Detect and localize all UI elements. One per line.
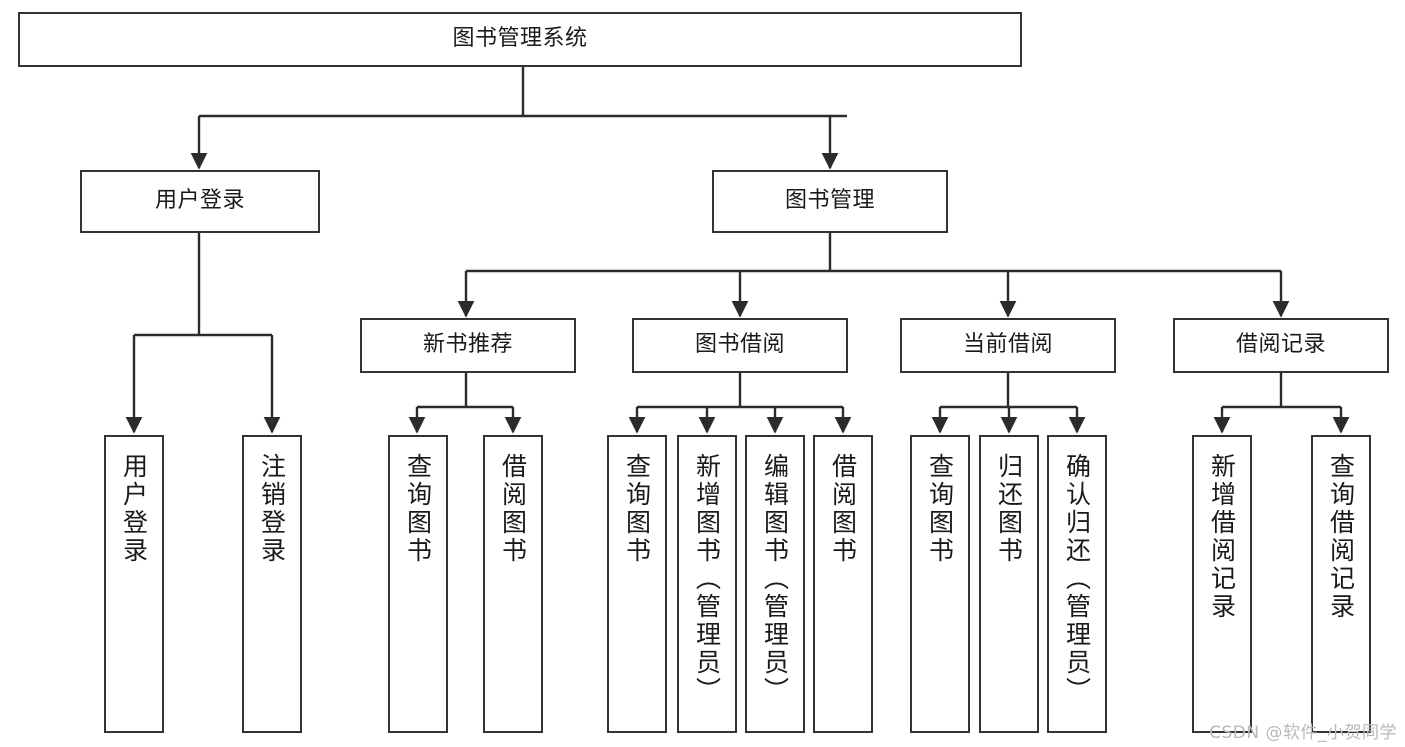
node-leaf-add-record-label: 新增借阅记录 (1207, 453, 1237, 621)
node-leaf-edit-book[interactable]: 编辑图书（管理员） (745, 435, 805, 733)
node-leaf-query-book-3[interactable]: 查询图书 (910, 435, 970, 733)
node-user-login[interactable]: 用户登录 (80, 170, 320, 233)
node-leaf-user-login-label: 用户登录 (119, 453, 149, 565)
node-borrow-record-label: 借阅记录 (1235, 332, 1326, 358)
node-book-borrow[interactable]: 图书借阅 (632, 318, 848, 373)
node-leaf-add-record[interactable]: 新增借阅记录 (1192, 435, 1252, 733)
node-leaf-query-book-2[interactable]: 查询图书 (607, 435, 667, 733)
node-leaf-borrow-book-2-label: 借阅图书 (828, 453, 858, 565)
node-leaf-borrow-book-1[interactable]: 借阅图书 (483, 435, 543, 733)
node-leaf-return-book-label: 归还图书 (994, 453, 1024, 565)
node-book-manage[interactable]: 图书管理 (712, 170, 948, 233)
node-leaf-confirm-return-label: 确认归还（管理员） (1062, 453, 1092, 705)
node-leaf-query-book-2-label: 查询图书 (622, 453, 652, 565)
node-leaf-query-record[interactable]: 查询借阅记录 (1311, 435, 1371, 733)
node-leaf-return-book[interactable]: 归还图书 (979, 435, 1039, 733)
node-root-label: 图书管理系统 (452, 26, 588, 52)
node-current-borrow-label: 当前借阅 (962, 332, 1053, 358)
node-leaf-user-logout-label: 注销登录 (257, 453, 287, 565)
node-leaf-user-logout[interactable]: 注销登录 (242, 435, 302, 733)
node-leaf-query-book-3-label: 查询图书 (925, 453, 955, 565)
node-leaf-confirm-return[interactable]: 确认归还（管理员） (1047, 435, 1107, 733)
node-leaf-edit-book-label: 编辑图书（管理员） (760, 453, 790, 705)
node-book-borrow-label: 图书借阅 (694, 332, 785, 358)
node-leaf-borrow-book-1-label: 借阅图书 (498, 453, 528, 565)
node-leaf-add-book-label: 新增图书（管理员） (692, 453, 722, 705)
node-leaf-user-login[interactable]: 用户登录 (104, 435, 164, 733)
node-new-book-recommend-label: 新书推荐 (422, 332, 513, 358)
node-user-login-label: 用户登录 (154, 188, 245, 214)
csdn-watermark: CSDN @软件_小贺同学 (1209, 723, 1397, 743)
node-leaf-query-record-label: 查询借阅记录 (1326, 453, 1356, 621)
node-root[interactable]: 图书管理系统 (18, 12, 1022, 67)
node-leaf-add-book[interactable]: 新增图书（管理员） (677, 435, 737, 733)
node-book-manage-label: 图书管理 (784, 188, 875, 214)
node-borrow-record[interactable]: 借阅记录 (1173, 318, 1389, 373)
node-new-book-recommend[interactable]: 新书推荐 (360, 318, 576, 373)
node-current-borrow[interactable]: 当前借阅 (900, 318, 1116, 373)
node-leaf-query-book-1[interactable]: 查询图书 (388, 435, 448, 733)
node-leaf-borrow-book-2[interactable]: 借阅图书 (813, 435, 873, 733)
node-leaf-query-book-1-label: 查询图书 (403, 453, 433, 565)
